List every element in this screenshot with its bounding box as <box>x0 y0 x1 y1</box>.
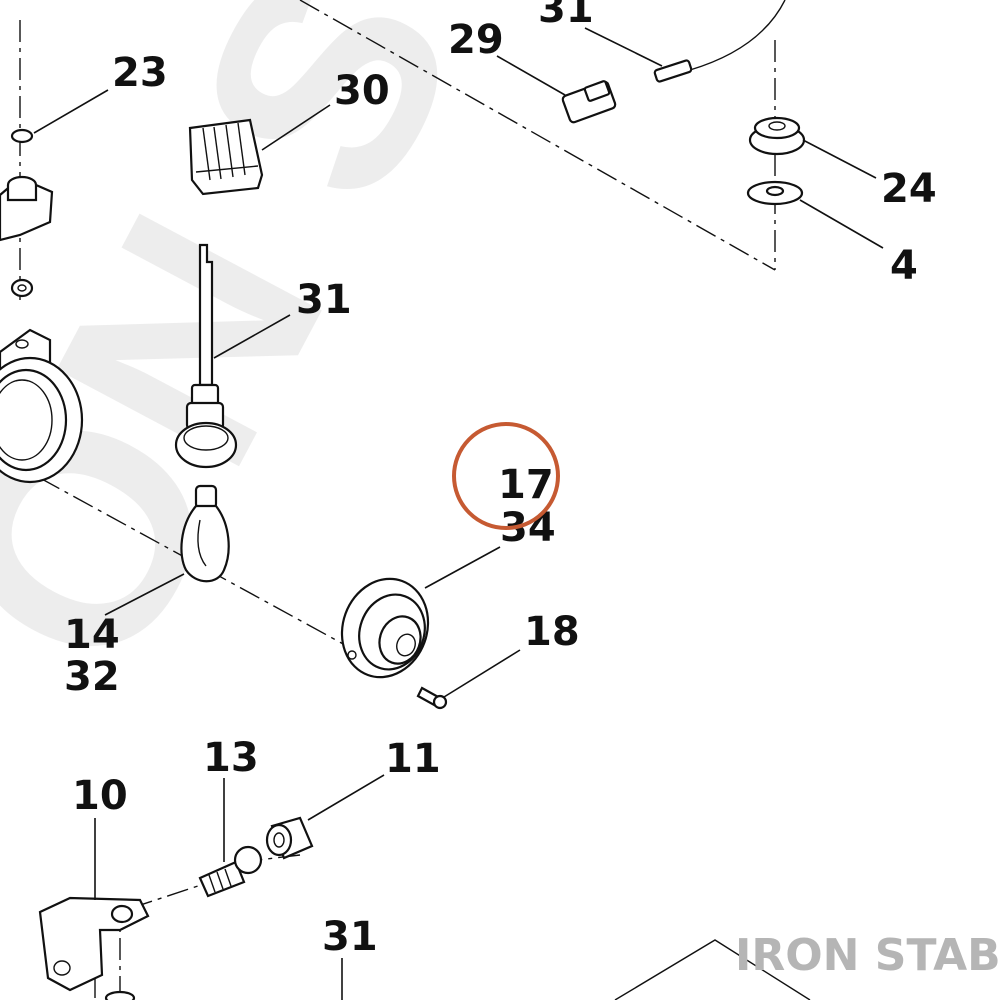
callout-24: 24 <box>881 166 937 212</box>
part-31-wire-terminal <box>653 0 786 83</box>
callout-10: 10 <box>72 773 128 819</box>
part-outline-bottom <box>614 939 811 1001</box>
callout-31-bottom: 31 <box>322 914 378 960</box>
leader-lines <box>33 27 884 1000</box>
part-31-lamp-socket <box>174 243 238 469</box>
callout-32: 32 <box>64 654 120 700</box>
part-30-connector-block <box>188 118 264 196</box>
callout-31-top: 31 <box>538 0 594 32</box>
callout-17: 17 <box>498 462 554 508</box>
callout-29: 29 <box>448 17 504 63</box>
callouts: 29 31 23 30 24 4 31 17 34 18 14 32 13 11… <box>64 0 937 960</box>
callout-13: 13 <box>203 735 259 781</box>
part-13-adjust-screw <box>198 845 263 898</box>
part-14-bulb <box>180 484 230 583</box>
part-10-bracket <box>38 896 150 1005</box>
callout-30: 30 <box>334 68 390 114</box>
brand-watermark: IRON STABLE <box>735 930 1000 981</box>
callout-4: 4 <box>890 243 918 289</box>
part-4-washer <box>746 180 804 206</box>
part-29-connector <box>561 80 617 124</box>
part-23-mount <box>0 128 54 298</box>
callout-14: 14 <box>64 612 120 658</box>
part-24-grommet <box>748 116 806 156</box>
part-18-screw <box>416 686 448 710</box>
part-housing-bezel <box>0 328 84 484</box>
callout-18: 18 <box>524 609 580 655</box>
callout-23: 23 <box>112 50 168 96</box>
part-11-collar <box>265 816 314 860</box>
highlight-circle <box>452 422 560 530</box>
callout-11: 11 <box>385 736 441 782</box>
part-34-lens <box>340 577 430 679</box>
callout-31-middle: 31 <box>296 277 352 323</box>
